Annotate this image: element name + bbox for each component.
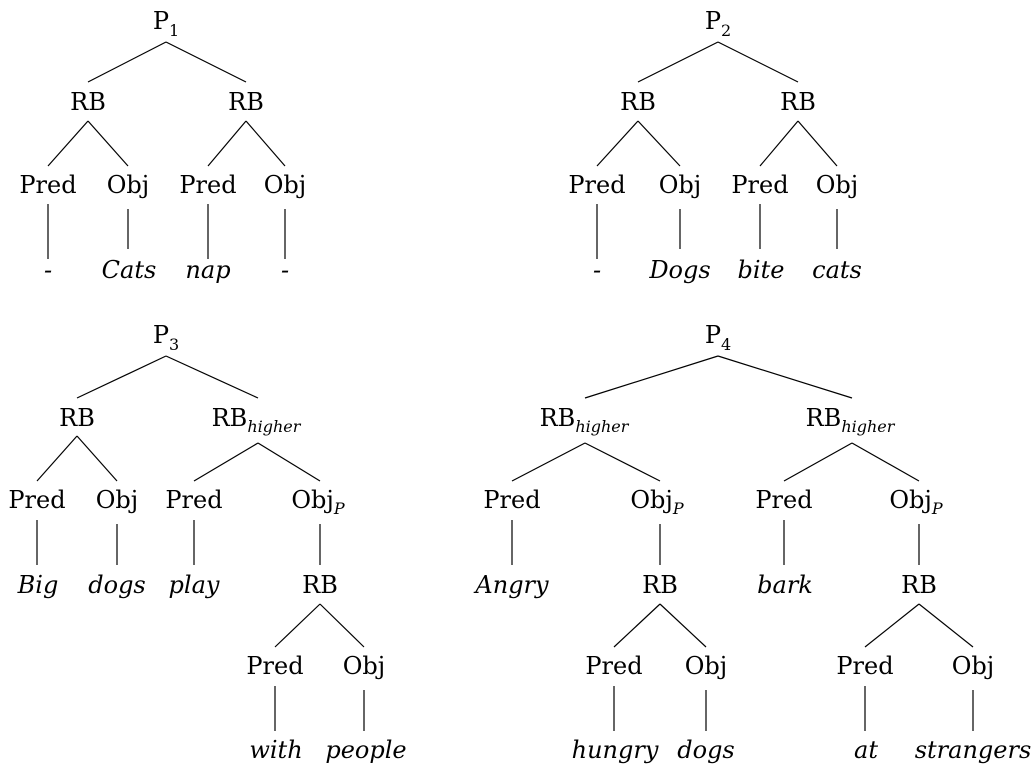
edge <box>596 120 639 167</box>
tree-p3-root: P3 <box>153 321 179 354</box>
obj-node: Obj <box>264 171 306 199</box>
tree-p2-root: P2 <box>705 7 731 40</box>
edge <box>319 603 365 648</box>
leaf-word: Dogs <box>648 256 710 284</box>
obj-p-node: ObjP <box>291 486 344 518</box>
tree-p4-nested-rb-left: RB <box>642 571 678 599</box>
obj-p-node: ObjP <box>889 486 942 518</box>
pred-node: Pred <box>568 171 625 199</box>
leaf-word: bark <box>757 571 813 599</box>
pred-node: Pred <box>585 652 642 680</box>
leaf-word: cats <box>812 256 862 284</box>
pred-node: Pred <box>19 171 76 199</box>
pred-node: Pred <box>755 486 812 514</box>
pred-node: Pred <box>179 171 236 199</box>
obj-node: Obj <box>952 652 994 680</box>
edge <box>274 603 321 648</box>
edge <box>47 120 89 167</box>
tree-p3: P3 RB Pred Obj Big dogs RBhigher Pred Ob… <box>8 321 406 764</box>
obj-p-node: ObjP <box>630 486 683 518</box>
obj-node: Obj <box>96 486 138 514</box>
tree-p1-rb-left: RB <box>70 88 106 116</box>
leaf-word: strangers <box>915 736 1032 764</box>
edge <box>797 120 838 167</box>
tree-p4-rb-higher-right: RBhigher <box>806 404 896 436</box>
leaf-word: play <box>169 571 220 599</box>
pred-node: Pred <box>731 171 788 199</box>
leaf-word: nap <box>185 256 230 284</box>
pred-node: Pred <box>483 486 540 514</box>
tree-p1-rb-right: RB <box>228 88 264 116</box>
pred-node: Pred <box>246 652 303 680</box>
tree-p2-rb-left: RB <box>620 88 656 116</box>
tree-p4-root: P4 <box>705 321 731 354</box>
tree-p1-root: P1 <box>153 7 179 40</box>
edge <box>717 41 799 83</box>
edge <box>87 120 129 167</box>
leaf-word: - <box>44 256 52 284</box>
leaf-word: - <box>281 256 289 284</box>
edge <box>584 355 719 399</box>
pred-node: Pred <box>165 486 222 514</box>
edge <box>613 603 661 648</box>
edge <box>637 41 719 83</box>
obj-node: Obj <box>685 652 727 680</box>
pred-node: Pred <box>8 486 65 514</box>
tree-p2: P2 RB Pred Obj - Dogs RB Pred Obj bite c… <box>568 7 861 284</box>
edge <box>76 355 167 399</box>
leaf-word: bite <box>738 256 785 284</box>
edge <box>717 355 853 399</box>
edge <box>659 603 707 648</box>
edge <box>257 442 321 482</box>
leaf-word: Big <box>17 571 59 599</box>
tree-p3-rb-higher: RBhigher <box>212 404 302 436</box>
edge <box>193 442 259 482</box>
edge <box>851 442 920 482</box>
leaf-word: - <box>593 256 601 284</box>
edge <box>165 355 259 399</box>
edge <box>245 120 286 167</box>
edge <box>864 603 920 648</box>
edge <box>36 435 78 482</box>
edge <box>918 603 974 648</box>
tree-p4-rb-higher-left: RBhigher <box>540 404 630 436</box>
leaf-word: Angry <box>473 571 549 599</box>
tree-p4: P4 RBhigher Pred ObjP Angry RB Pred Obj … <box>473 321 1031 764</box>
tree-p4-nested-rb-right: RB <box>901 571 937 599</box>
edge <box>584 442 661 482</box>
edge <box>511 442 586 482</box>
tree-p3-rb-left: RB <box>59 404 95 432</box>
edge <box>87 41 167 83</box>
leaf-word: people <box>325 736 406 764</box>
edge <box>637 120 681 167</box>
edge <box>207 120 247 167</box>
pred-node: Pred <box>836 652 893 680</box>
obj-node: Obj <box>107 171 149 199</box>
obj-node: Obj <box>343 652 385 680</box>
tree-p3-nested-rb: RB <box>302 571 338 599</box>
leaf-word: at <box>854 736 878 764</box>
tree-p2-rb-right: RB <box>780 88 816 116</box>
edge <box>76 435 118 482</box>
edge <box>783 442 853 482</box>
leaf-word: dogs <box>677 736 735 764</box>
obj-node: Obj <box>659 171 701 199</box>
tree-p1: P1 RB Pred Obj - Cats RB Pred Obj nap - <box>19 7 306 284</box>
edge <box>165 41 247 83</box>
leaf-word: dogs <box>88 571 146 599</box>
leaf-word: with <box>249 736 302 764</box>
leaf-word: hungry <box>572 736 659 764</box>
obj-node: Obj <box>816 171 858 199</box>
leaf-word: Cats <box>102 256 157 284</box>
edge <box>759 120 799 167</box>
